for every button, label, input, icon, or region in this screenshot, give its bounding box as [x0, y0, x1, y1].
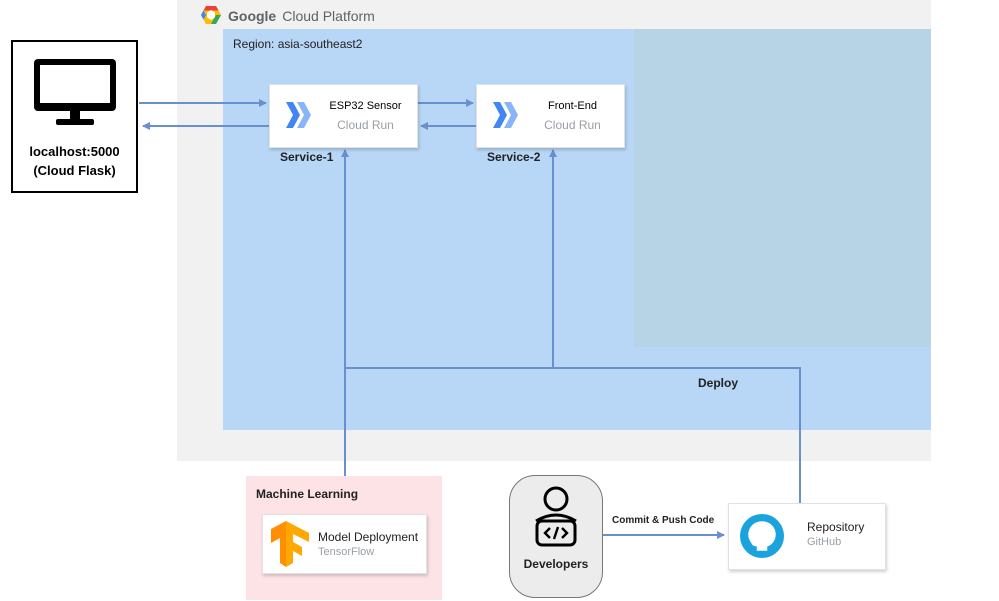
- service-1-card[interactable]: ESP32 Sensor Cloud Run: [269, 84, 418, 148]
- google-cloud-logo-icon: [200, 5, 222, 28]
- repository-title: Repository: [807, 520, 865, 534]
- tensorflow-icon: [269, 521, 311, 572]
- monitor-icon: [32, 57, 118, 134]
- model-deployment-sub: TensorFlow: [318, 546, 375, 558]
- machine-learning-label: Machine Learning: [256, 487, 359, 501]
- developer-icon: [528, 485, 584, 552]
- repository-card[interactable]: Repository GitHub: [728, 503, 886, 570]
- model-deployment-card[interactable]: Model Deployment TensorFlow: [262, 514, 427, 574]
- client-subtitle: (Cloud Flask): [33, 163, 116, 178]
- region-label: Region: asia-southeast2: [233, 37, 363, 51]
- github-icon: [739, 513, 785, 564]
- repository-sub: GitHub: [807, 536, 842, 548]
- line-deploy-bus: [345, 367, 801, 503]
- cloud-run-icon: [284, 102, 314, 133]
- service-2-card[interactable]: Front-End Cloud Run: [476, 84, 625, 148]
- service-2-name: Front-End: [548, 100, 597, 112]
- gcp-brand: Google: [228, 8, 277, 24]
- cloud-run-icon: [491, 102, 521, 133]
- region-inner-area: [634, 29, 931, 347]
- commit-push-label: Commit & Push Code: [612, 515, 715, 526]
- deploy-label: Deploy: [698, 376, 739, 390]
- developers-label: Developers: [523, 557, 589, 571]
- model-deployment-title: Model Deployment: [318, 530, 419, 544]
- gcp-product: Cloud Platform: [282, 8, 375, 24]
- service-1-name: ESP32 Sensor: [329, 100, 402, 112]
- client-label: localhost:5000 (Cloud Flask): [11, 142, 138, 180]
- service-2-type: Cloud Run: [544, 118, 601, 132]
- gcp-header: Google Cloud Platform: [200, 5, 375, 27]
- client-host: localhost:5000: [29, 144, 120, 159]
- service-2-label: Service-2: [487, 150, 541, 164]
- service-1-type: Cloud Run: [337, 118, 394, 132]
- service-1-label: Service-1: [280, 150, 334, 164]
